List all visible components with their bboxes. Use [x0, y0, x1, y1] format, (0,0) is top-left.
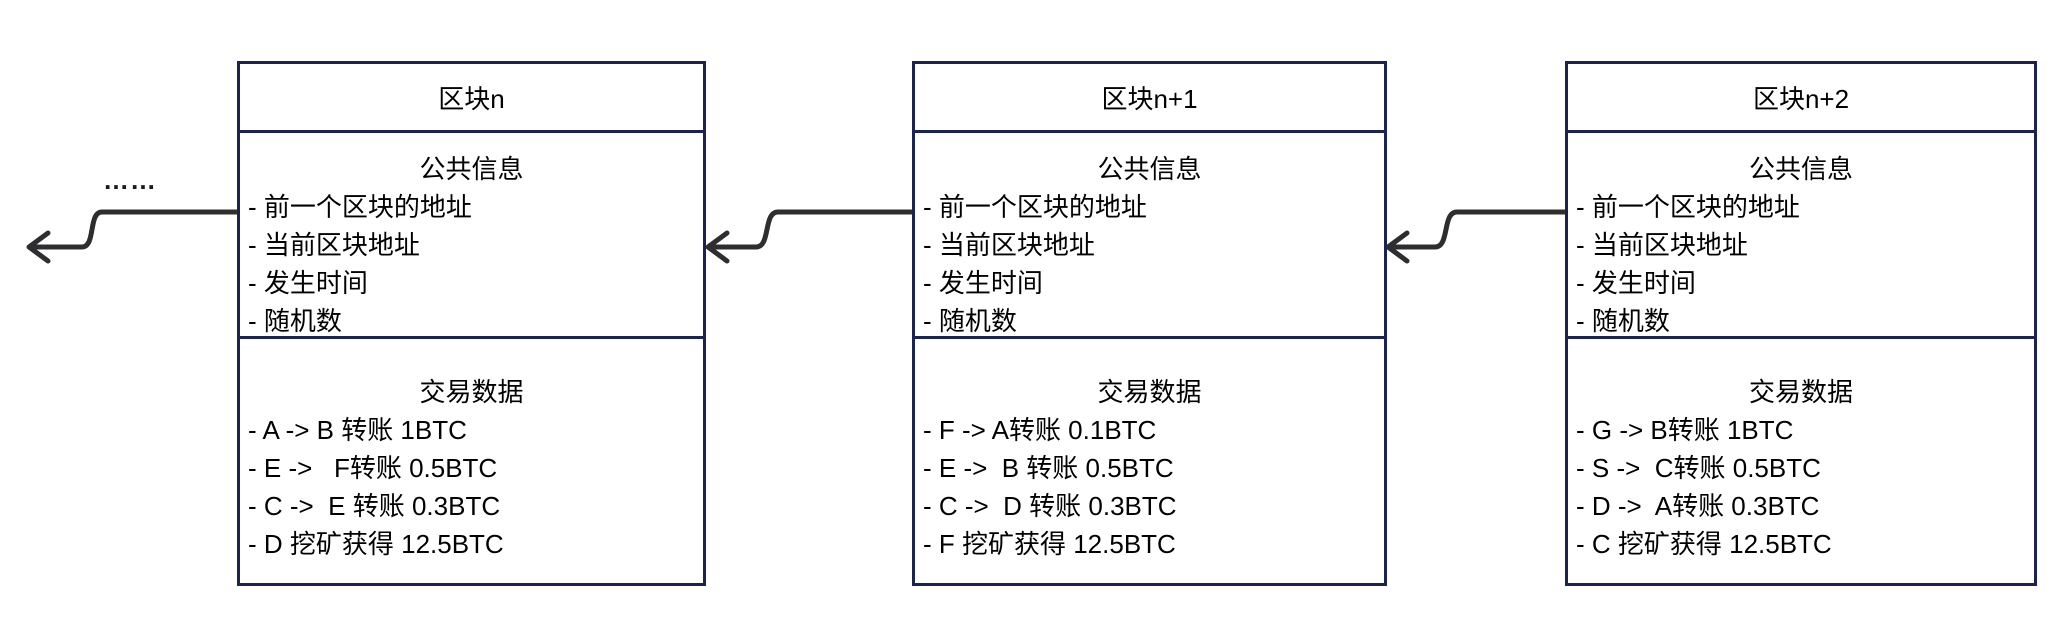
- arrowhead-n2-icon: [1385, 230, 1410, 264]
- transactions-heading: 交易数据: [419, 377, 524, 407]
- public-info-heading: 公共信息: [1097, 154, 1202, 184]
- transaction-item: - F 挖矿获得 12.5BTC: [923, 529, 1176, 559]
- public-info-item: - 随机数: [248, 306, 342, 336]
- transaction-item: - C 挖矿获得 12.5BTC: [1576, 529, 1832, 559]
- arrow-n1-to-n-icon: [710, 209, 916, 250]
- arrow-to-previous-block-icon: [31, 209, 240, 250]
- transaction-item: - S -> C转账 0.5BTC: [1576, 453, 1821, 483]
- block-card-n2: 区块n+2 公共信息 - 前一个区块的地址 - 当前区块地址 - 发生时间 - …: [1565, 61, 2037, 586]
- chain-continues-ellipsis: ……: [103, 165, 157, 195]
- transactions-heading: 交易数据: [1748, 377, 1853, 407]
- transaction-item: - D 挖矿获得 12.5BTC: [248, 529, 504, 559]
- block-title: 区块n+1: [1101, 83, 1198, 114]
- public-info-item: - 随机数: [923, 306, 1017, 336]
- public-info-item: - 前一个区块的地址: [1576, 192, 1800, 222]
- public-info-item: - 发生时间: [1576, 268, 1696, 298]
- public-info-item: - 当前区块地址: [923, 230, 1095, 260]
- arrowhead-left-icon: [26, 230, 51, 264]
- arrow-n2-to-n1-icon: [1390, 209, 1568, 250]
- public-info-item: - 发生时间: [248, 268, 368, 298]
- block-title: 区块n: [438, 83, 505, 114]
- public-info-item: - 前一个区块的地址: [248, 192, 472, 222]
- public-info-item: - 发生时间: [923, 268, 1043, 298]
- transaction-item: - C -> D 转账 0.3BTC: [923, 491, 1177, 521]
- public-info-item: - 当前区块地址: [248, 230, 420, 260]
- transactions-section: 交易数据 - G -> B转账 1BTC - S -> C转账 0.5BTC -…: [1568, 336, 2034, 583]
- public-info-section: 公共信息 - 前一个区块的地址 - 当前区块地址 - 发生时间 - 随机数: [915, 130, 1384, 336]
- public-info-section: 公共信息 - 前一个区块的地址 - 当前区块地址 - 发生时间 - 随机数: [1568, 130, 2034, 336]
- block-card-n1: 区块n+1 公共信息 - 前一个区块的地址 - 当前区块地址 - 发生时间 - …: [912, 61, 1387, 586]
- transactions-section: 交易数据 - F -> A转账 0.1BTC - E -> B 转账 0.5BT…: [915, 336, 1384, 583]
- public-info-item: - 前一个区块的地址: [923, 192, 1147, 222]
- public-info-heading: 公共信息: [419, 154, 524, 184]
- transaction-item: - F -> A转账 0.1BTC: [923, 415, 1157, 445]
- block-card-n: 区块n 公共信息 - 前一个区块的地址 - 当前区块地址 - 发生时间 - 随机…: [237, 61, 706, 586]
- transaction-item: - E -> B 转账 0.5BTC: [923, 453, 1174, 483]
- public-info-item: - 随机数: [1576, 306, 1670, 336]
- arrowhead-n1-icon: [705, 230, 730, 264]
- transactions-section: 交易数据 - A -> B 转账 1BTC - E -> F转账 0.5BTC …: [240, 336, 703, 583]
- block-title: 区块n+2: [1752, 83, 1850, 114]
- public-info-heading: 公共信息: [1748, 154, 1853, 184]
- transaction-item: - C -> E 转账 0.3BTC: [248, 491, 501, 521]
- transaction-item: - G -> B转账 1BTC: [1576, 415, 1794, 445]
- transaction-item: - A -> B 转账 1BTC: [248, 415, 467, 445]
- public-info-section: 公共信息 - 前一个区块的地址 - 当前区块地址 - 发生时间 - 随机数: [240, 130, 703, 336]
- transaction-item: - E -> F转账 0.5BTC: [248, 453, 498, 483]
- transactions-heading: 交易数据: [1097, 377, 1202, 407]
- public-info-item: - 当前区块地址: [1576, 230, 1748, 260]
- transaction-item: - D -> A转账 0.3BTC: [1576, 491, 1820, 521]
